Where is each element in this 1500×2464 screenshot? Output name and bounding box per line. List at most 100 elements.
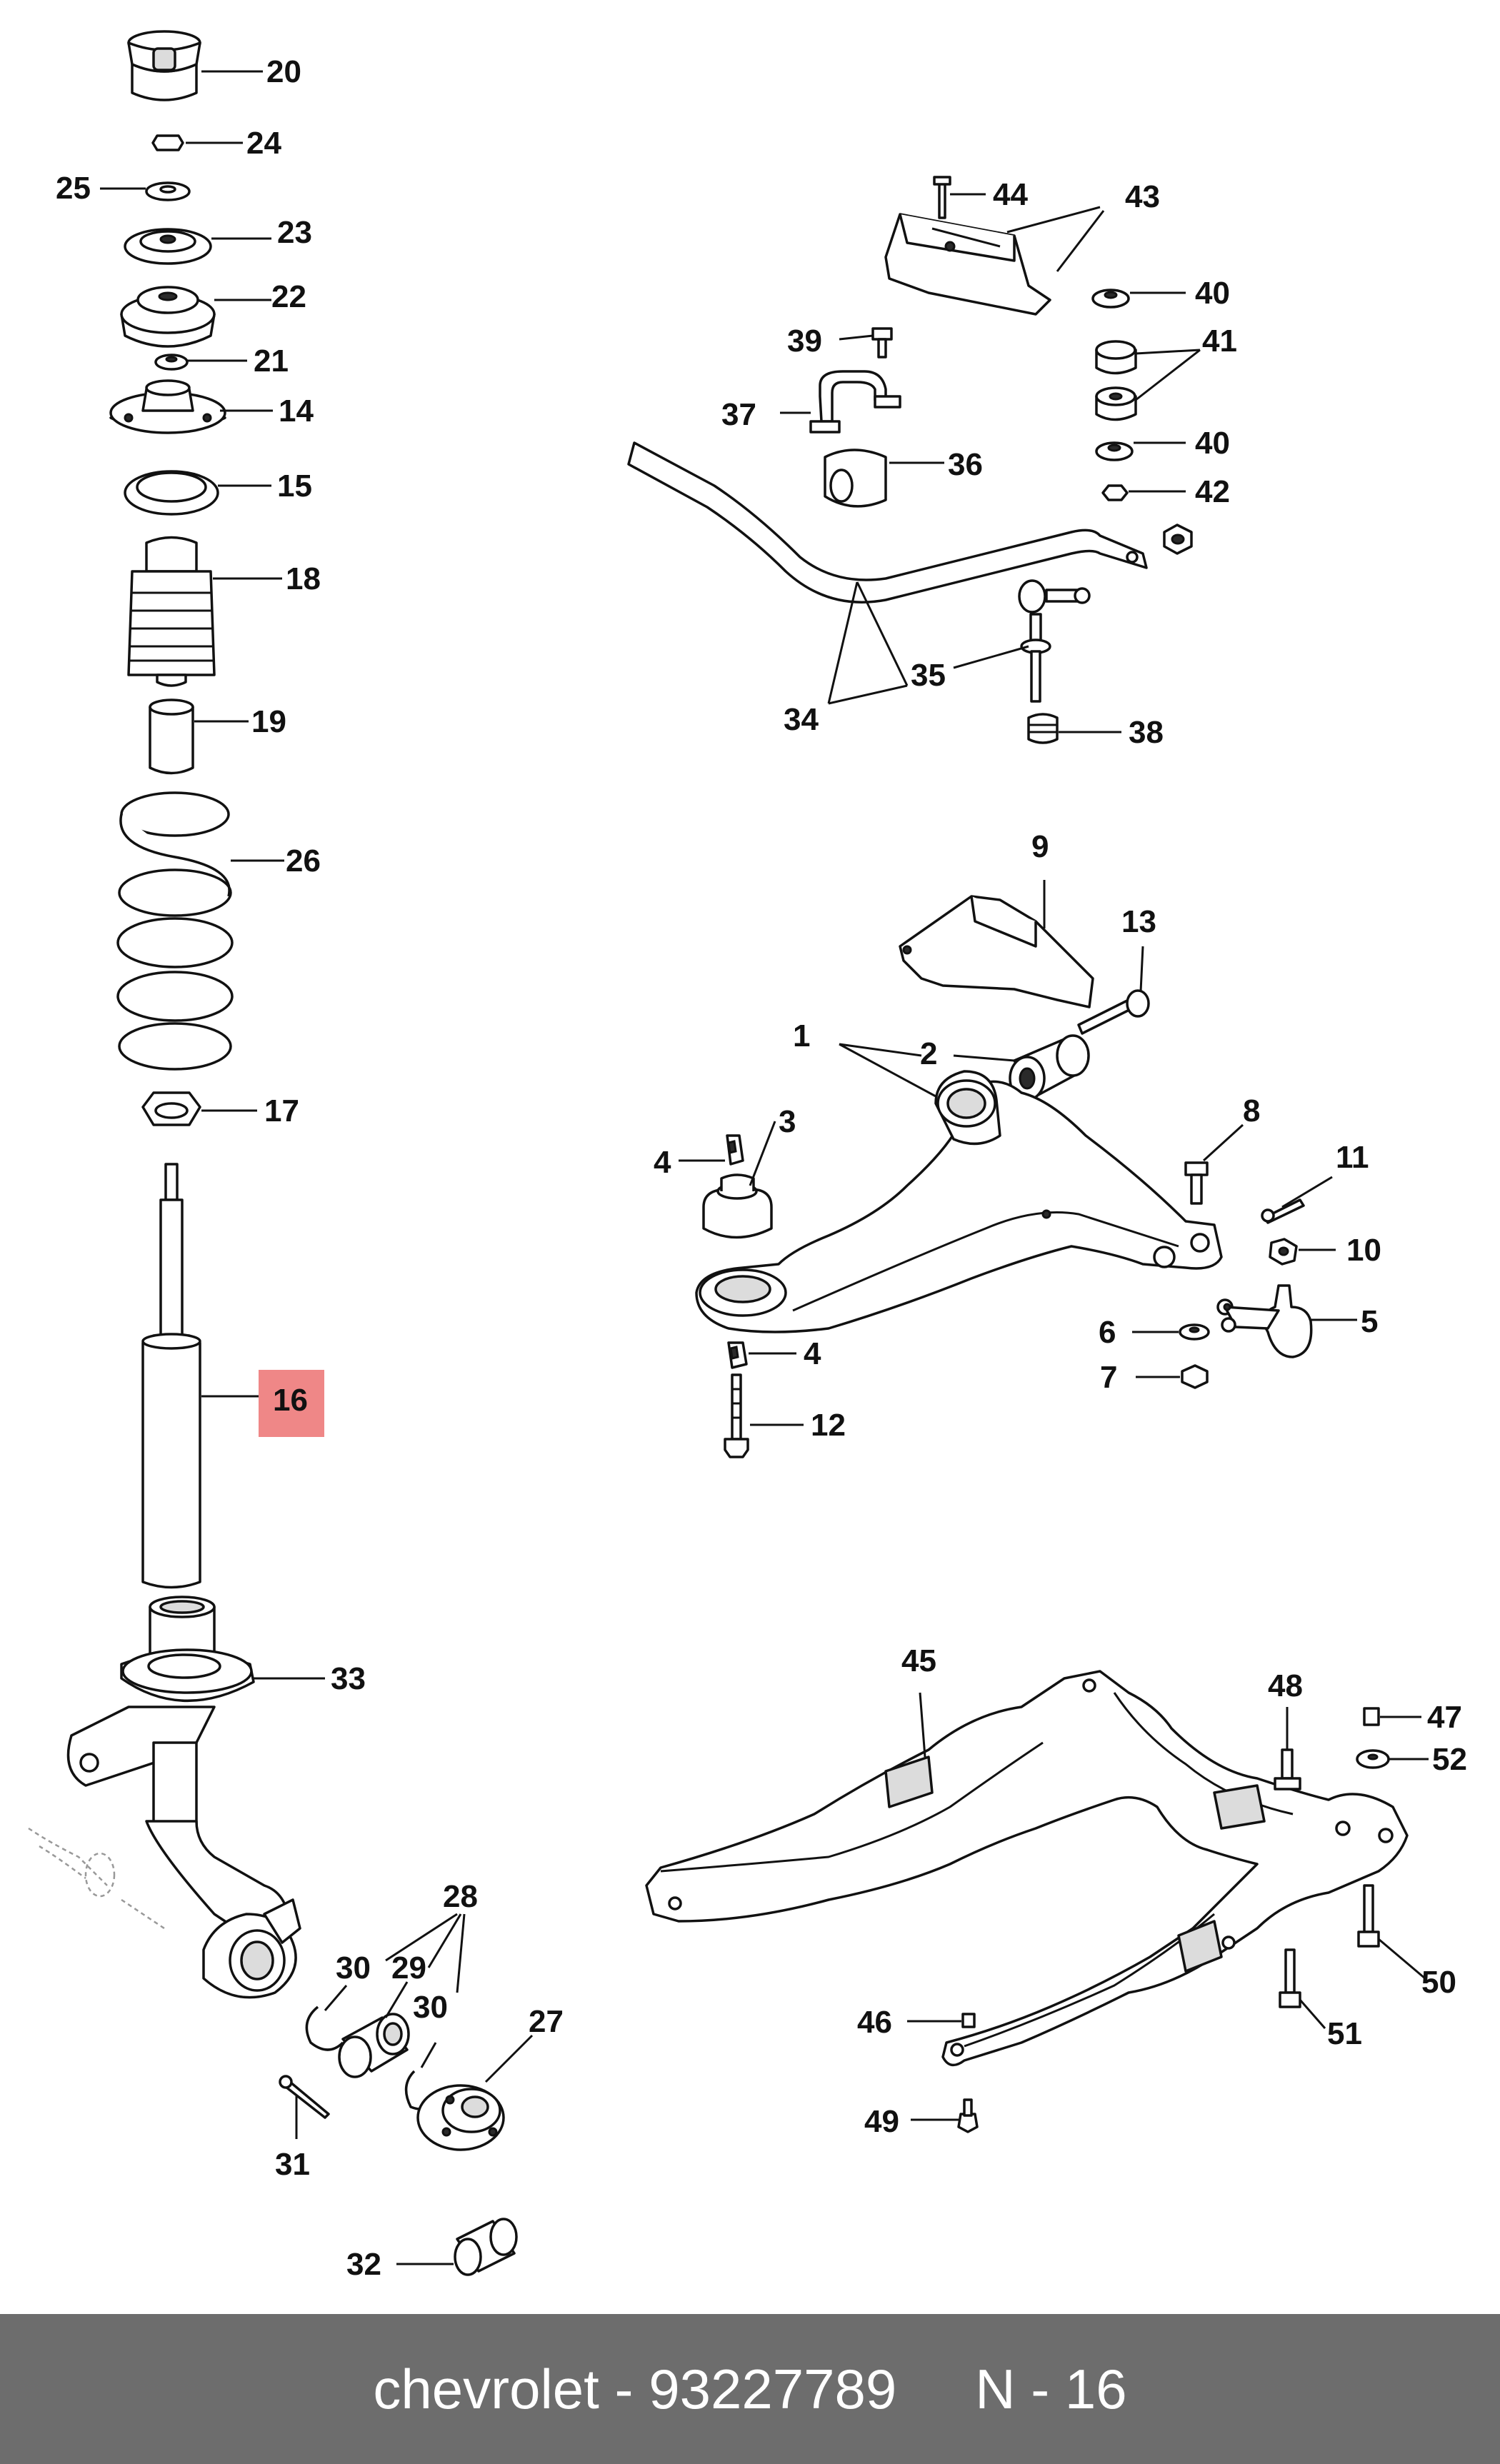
part-47-nut xyxy=(1363,1707,1421,1726)
part-7-nut xyxy=(1136,1364,1209,1389)
callout-52: 52 xyxy=(1432,1742,1467,1777)
boot-ribs xyxy=(129,591,214,662)
callout-51: 51 xyxy=(1327,2016,1362,2051)
part-27-wheel-hub xyxy=(416,2034,534,2151)
part-43-bracket-plate xyxy=(884,206,1105,316)
part-51-bolt xyxy=(1279,1948,1326,2029)
callout-27: 27 xyxy=(529,2004,564,2039)
callout-6: 6 xyxy=(1099,1315,1116,1350)
part-22-upper-mount xyxy=(120,286,271,348)
callout-19: 19 xyxy=(251,704,286,739)
footer-position-label: N - 16 xyxy=(975,2357,1127,2420)
part-9-arm-cover xyxy=(899,880,1094,1008)
part-33-steering-knuckle xyxy=(66,1596,325,1999)
callout-25: 25 xyxy=(56,171,91,206)
part-30-circlip-left xyxy=(305,1985,348,2051)
part-6-washer xyxy=(1132,1323,1210,1341)
callout-4: 4 xyxy=(654,1145,671,1180)
callout-21: 21 xyxy=(254,344,289,379)
part-23-spring-seat xyxy=(124,228,271,265)
part-11-cotter-pin xyxy=(1261,1176,1333,1224)
part-3-rear-bushing xyxy=(702,1121,776,1239)
part-25-washer xyxy=(100,181,191,201)
callout-39: 39 xyxy=(787,324,822,359)
part-21-nut xyxy=(154,354,247,371)
callout-18: 18 xyxy=(286,561,321,596)
callout-49: 49 xyxy=(864,2104,899,2139)
callout-26: 26 xyxy=(286,843,321,878)
part-15-bearing xyxy=(124,470,271,516)
part-36-stabilizer-bushing xyxy=(824,449,944,508)
callout-15: 15 xyxy=(277,469,312,504)
part-38-nut xyxy=(1027,713,1121,744)
callout-28-leaders xyxy=(385,1913,466,1993)
callout-34: 34 xyxy=(784,702,819,737)
callout-46: 46 xyxy=(857,2005,892,2040)
part-13-bolt xyxy=(1077,946,1150,1035)
part-2-arm-bushing xyxy=(953,1034,1090,1101)
part-26-coil-spring xyxy=(116,791,284,1071)
part-1-lower-control-arm xyxy=(695,1043,1223,1333)
callout-9: 9 xyxy=(1031,829,1049,864)
callout-42: 42 xyxy=(1195,474,1230,509)
part-49-bolt xyxy=(911,2098,979,2133)
callout-3: 3 xyxy=(779,1104,796,1139)
part-39-bolt xyxy=(839,327,893,359)
callout-50: 50 xyxy=(1421,1965,1456,2000)
part-5-ball-joint xyxy=(1216,1284,1357,1358)
part-24-nut xyxy=(151,134,243,151)
callout-8: 8 xyxy=(1243,1093,1260,1128)
callout-10: 10 xyxy=(1346,1233,1381,1268)
callout-13: 13 xyxy=(1121,904,1156,939)
part-19-bump-stop xyxy=(149,698,249,775)
part-10-castle-nut xyxy=(1269,1238,1336,1266)
part-18-dust-boot xyxy=(127,536,282,687)
callout-30: 30 xyxy=(413,1990,448,2025)
drive-shaft-ghost xyxy=(28,1827,165,1930)
part-4-clip-upper xyxy=(679,1134,744,1166)
callout-16: 16 xyxy=(273,1383,308,1418)
part-14-strut-mount xyxy=(109,379,273,434)
footer-part-number: 93227789 xyxy=(649,2357,897,2420)
callout-37: 37 xyxy=(721,397,756,432)
highlight-box-16 xyxy=(259,1370,324,1437)
callout-12: 12 xyxy=(811,1408,846,1443)
part-17-spring-seat xyxy=(141,1091,257,1126)
callout-11: 11 xyxy=(1336,1140,1369,1175)
callout-32: 32 xyxy=(346,2247,381,2282)
part-42-nut xyxy=(1101,484,1186,501)
callout-20: 20 xyxy=(266,54,301,89)
callout-labels: 1 2 3 4 4 5 6 7 8 9 10 11 12 13 14 15 16… xyxy=(56,54,1467,2282)
callout-24: 24 xyxy=(246,126,281,161)
callout-40: 40 xyxy=(1195,426,1230,461)
part-4-clip-lower xyxy=(727,1341,796,1369)
callout-35: 35 xyxy=(911,658,946,693)
part-35-stabilizer-link xyxy=(953,579,1091,703)
part-46-nut xyxy=(907,2013,976,2028)
part-31-cotter-pin xyxy=(279,2075,330,2139)
part-37-clamp xyxy=(780,370,901,434)
callout-38: 38 xyxy=(1129,715,1164,750)
callout-45: 45 xyxy=(901,1643,936,1678)
part-48-stud xyxy=(1274,1707,1301,1791)
callout-28: 28 xyxy=(443,1879,478,1914)
exploded-parts-diagram: 1 2 3 4 4 5 6 7 8 9 10 11 12 13 14 15 16… xyxy=(28,30,1467,2282)
footer-separator: - xyxy=(599,2357,649,2420)
callout-14: 14 xyxy=(279,394,314,429)
callout-36: 36 xyxy=(948,447,983,482)
callout-40: 40 xyxy=(1195,276,1230,311)
callout-44: 44 xyxy=(993,177,1028,212)
footer-brand: chevrolet xyxy=(373,2357,599,2420)
callout-30: 30 xyxy=(336,1950,371,1985)
callout-47: 47 xyxy=(1427,1700,1462,1735)
part-32-dust-cap xyxy=(396,2218,518,2276)
callout-29: 29 xyxy=(391,1950,426,1985)
callout-2: 2 xyxy=(920,1036,937,1071)
part-41-rubber-bushing-lower xyxy=(1095,349,1201,421)
part-50-bolt xyxy=(1357,1884,1426,1980)
callout-41: 41 xyxy=(1202,324,1237,359)
part-40-washer-lower xyxy=(1095,441,1186,461)
part-12-long-bolt xyxy=(724,1373,804,1458)
callout-23: 23 xyxy=(277,215,312,250)
callout-5: 5 xyxy=(1361,1304,1378,1339)
